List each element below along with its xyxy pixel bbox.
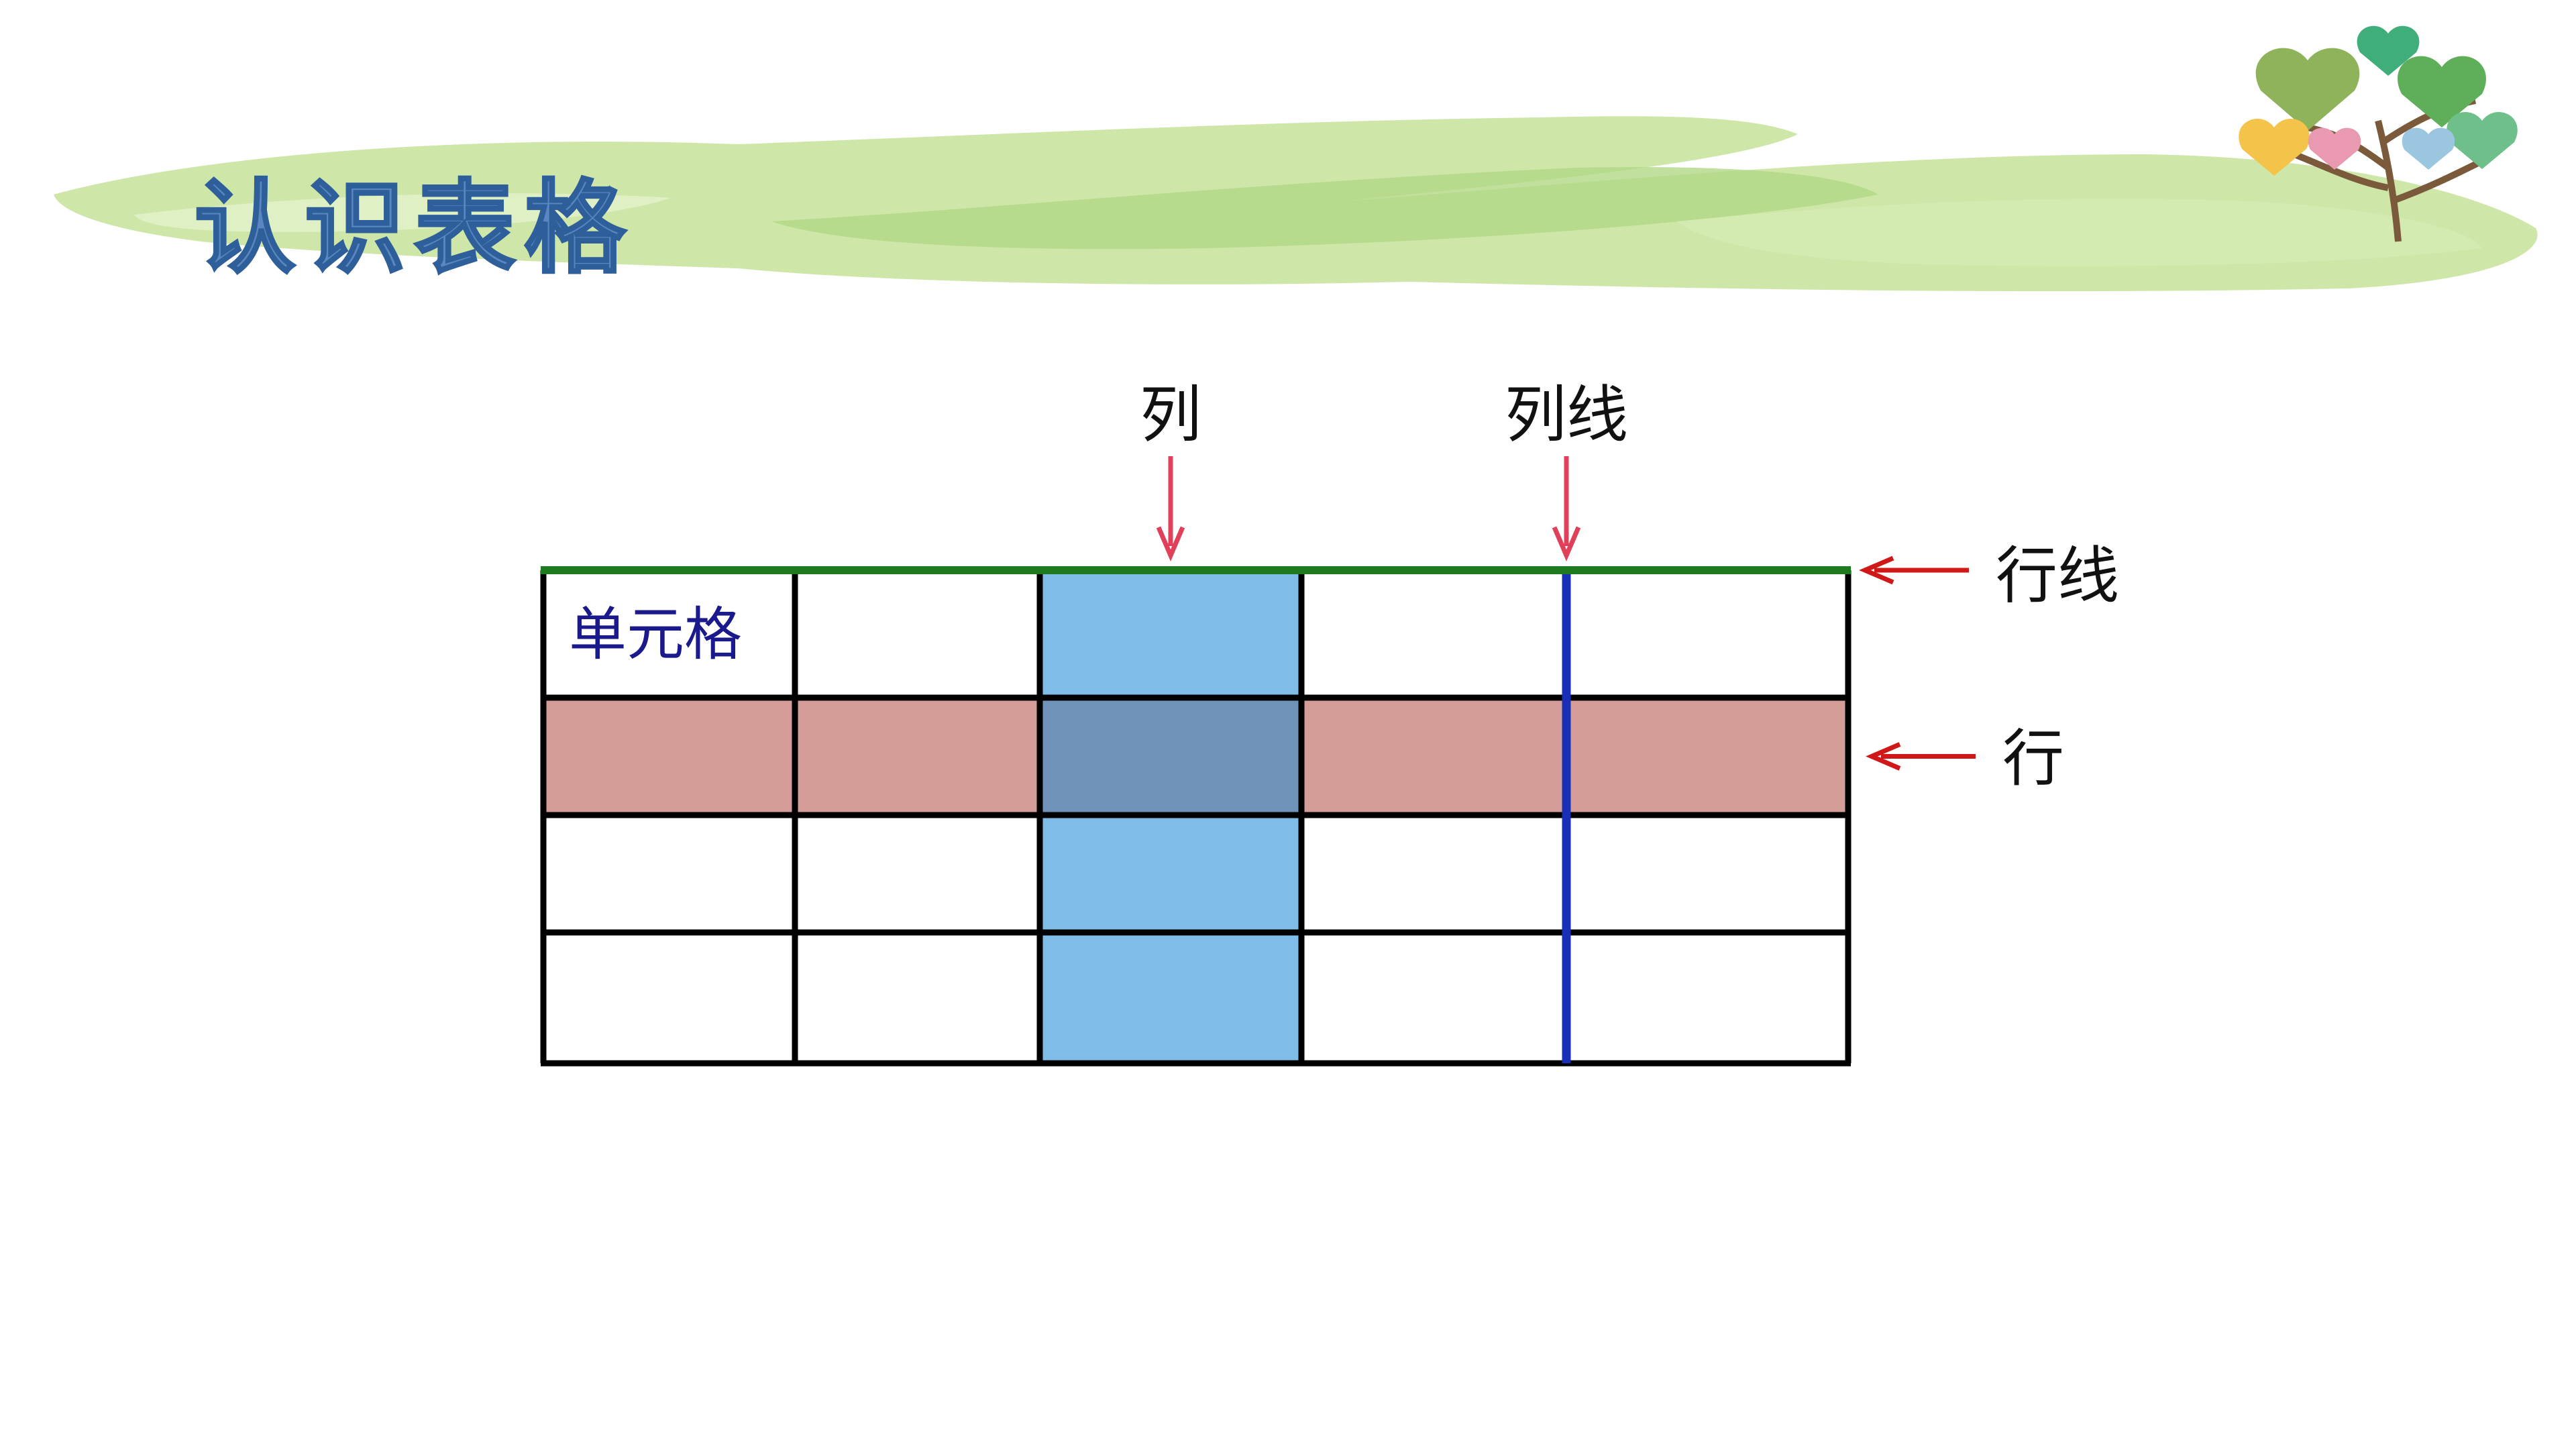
column-arrow-head: [1156, 526, 1185, 561]
cell-label: 单元格: [569, 601, 742, 668]
heart-tree-icon: [2239, 25, 2518, 242]
row-line-arrow: [1859, 555, 1969, 585]
annotation-arrows: [1156, 456, 1976, 771]
column-line-label: 列线: [1505, 379, 1628, 451]
row-label: 行: [2002, 723, 2064, 795]
row-arrow: [1866, 742, 1976, 771]
intersection-cell: [1040, 698, 1301, 815]
header-swoosh: [54, 116, 2538, 292]
column-label: 列: [1140, 379, 1201, 451]
column-line-arrow-head: [1552, 526, 1581, 561]
column-line-arrow: [1552, 456, 1581, 561]
page-title: 认识表格: [195, 169, 635, 287]
row-arrow-head: [1866, 742, 1901, 771]
row-line-label: 行线: [1996, 540, 2119, 612]
row-line-arrow-head: [1859, 555, 1894, 585]
table-lines: [540, 566, 1851, 1067]
column-arrow: [1156, 456, 1185, 561]
